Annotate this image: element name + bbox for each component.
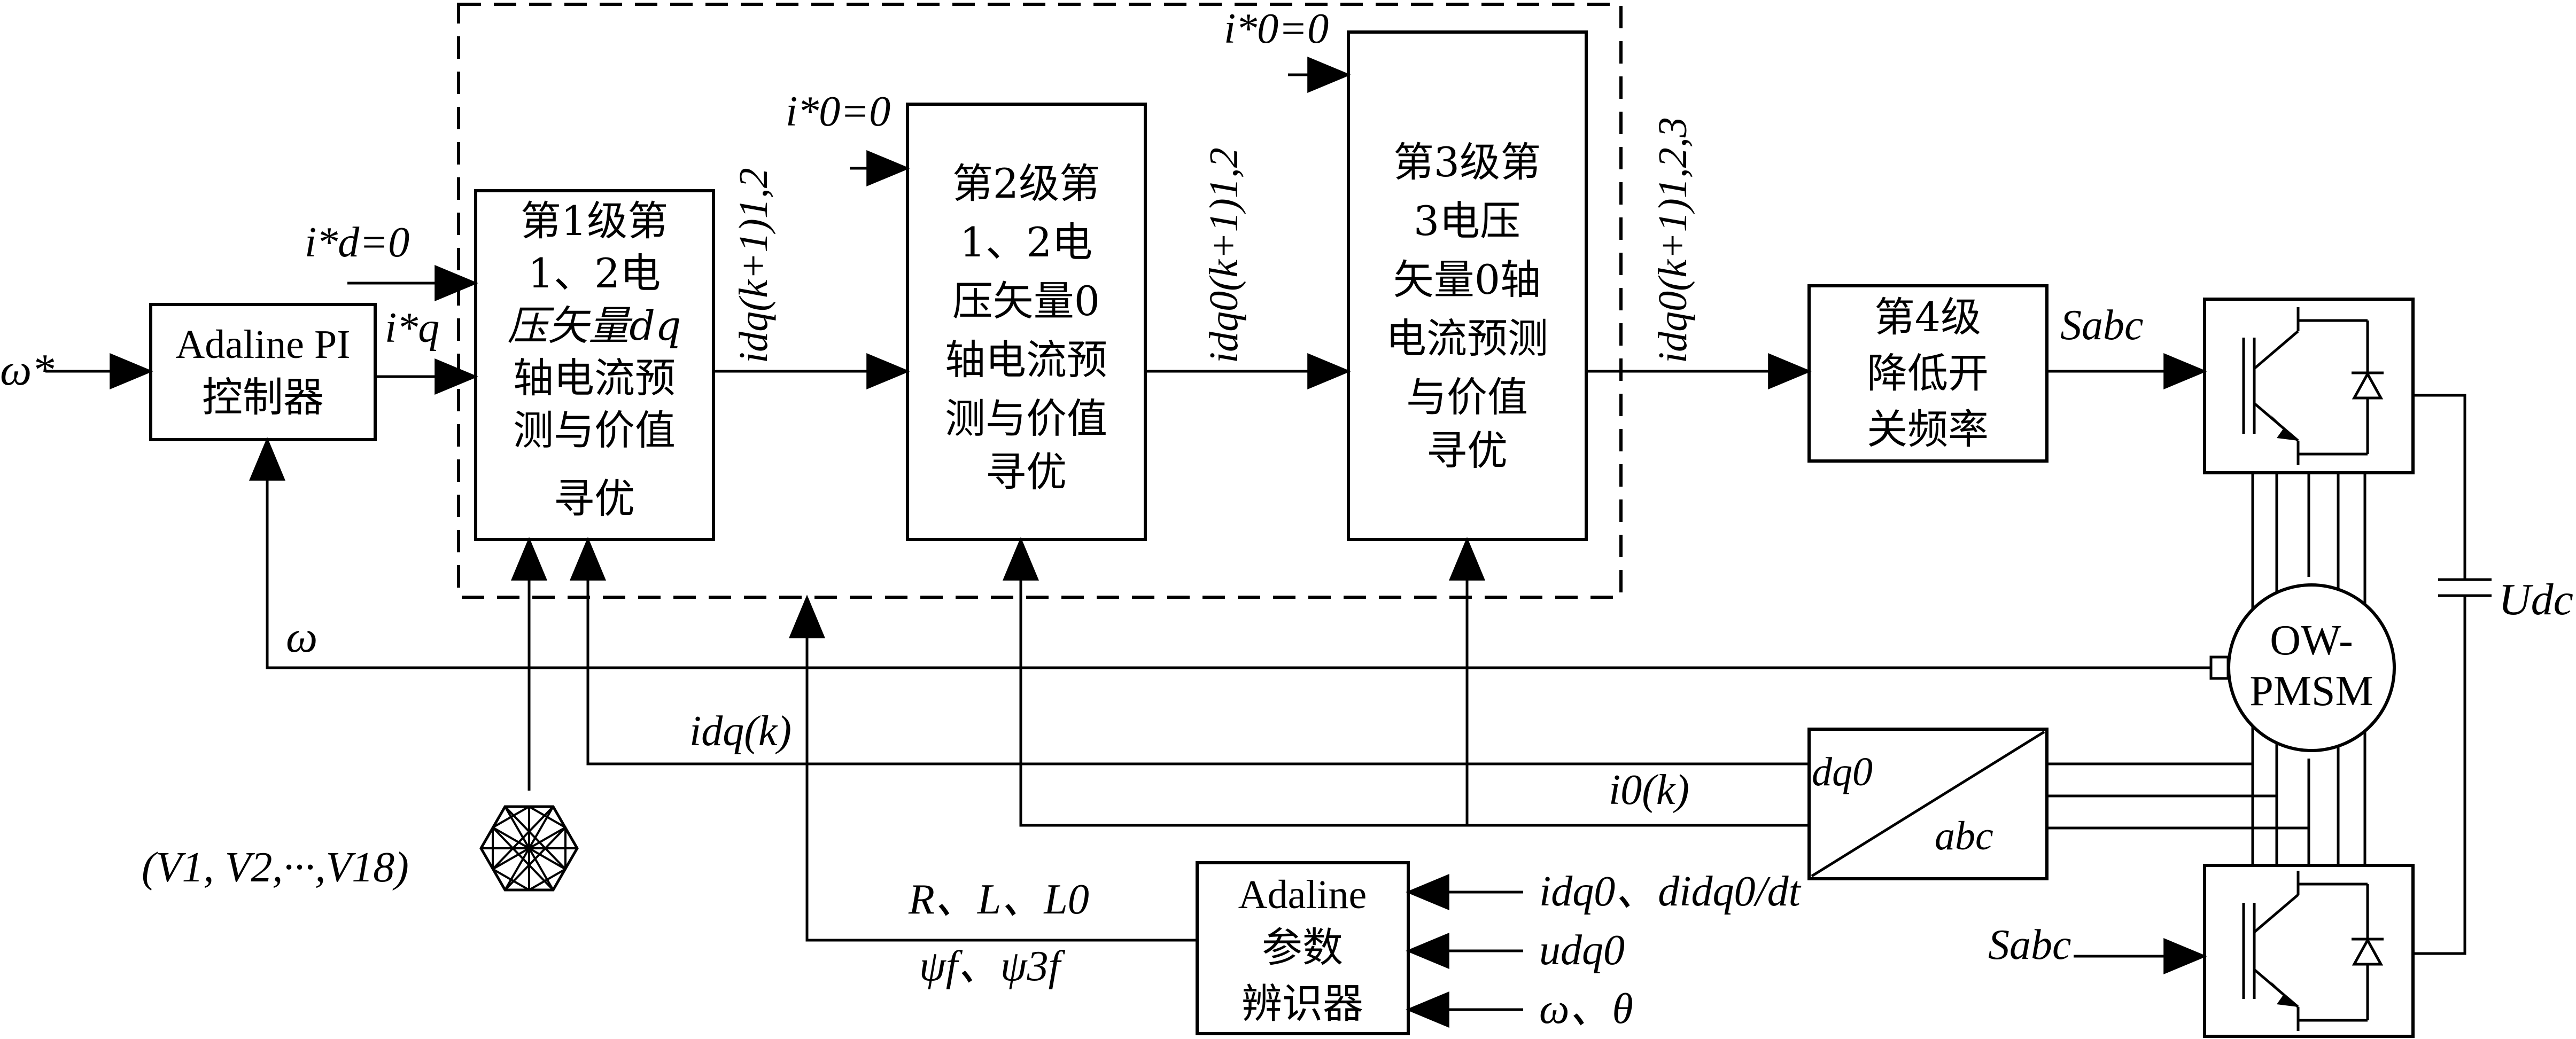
i0-k-feedback-line [1003, 537, 1809, 827]
identifier-params-line [789, 595, 1197, 942]
stage1-line-5: 测与价值 [513, 407, 676, 454]
stage2-line-6: 寻优 [986, 448, 1067, 496]
idq-k-label: idq(k) [689, 708, 792, 755]
adaline-pi-controller-block: Adaline PI 控制器 [149, 303, 377, 441]
stage3-line-2: 3电压 [1414, 197, 1520, 245]
stage2-line-5: 测与价值 [945, 395, 1107, 442]
identifier-params-label-1: R、L、L0 [908, 876, 1089, 923]
iq-ref-label: i*q [385, 304, 439, 351]
adaline-pi-label-1: Adaline PI [175, 322, 350, 367]
stage2-line-4: 轴电流预 [945, 336, 1107, 384]
stage2-block: 第2级第 1、2电 压矢量0 轴电流预 测与价值 寻优 [906, 103, 1147, 541]
identifier-line-3: 辨识器 [1242, 980, 1363, 1027]
stage4-line-1: 第4级 [1874, 293, 1981, 341]
sabc-top-label: Sabc [2060, 302, 2144, 349]
i0-k-label: i0(k) [1609, 767, 1689, 814]
motor-label-1: OW- [2270, 617, 2353, 664]
idq-k-feedback-line [570, 537, 1809, 765]
motor-label-2: PMSM [2249, 668, 2373, 715]
stage3-block: 第3级第 3电压 矢量0轴 电流预测 与价值 寻优 [1347, 30, 1588, 541]
stage3-line-3: 矢量0轴 [1393, 256, 1541, 303]
identifier-input-current-label: idq0、didq0/dt [1539, 868, 1802, 915]
identifier-input-speed-label: ω、θ [1539, 986, 1633, 1033]
adaline-pi-label-2: 控制器 [202, 373, 324, 421]
stage1-line-3: 压矢量dq [507, 302, 681, 349]
transform-top-label: dq0 [1812, 749, 1873, 794]
stage3-line-6: 寻优 [1426, 427, 1508, 474]
i0-ref-stage2-label: i*0=0 [786, 88, 890, 135]
identifier-line-2: 参数 [1262, 924, 1343, 971]
ow-pmsm-motor: OW- PMSM [2209, 583, 2396, 752]
adaline-identifier-block: Adaline 参数 辨识器 [1196, 861, 1410, 1035]
stage3-line-4: 电流预测 [1386, 315, 1548, 362]
stage3-line-1: 第3级第 [1393, 138, 1541, 186]
identifier-input-voltage-label: udq0 [1539, 927, 1625, 974]
omega-ref-label: ω* [0, 345, 54, 395]
identifier-params-label-2: ψf、ψ3f [919, 943, 1066, 990]
stage2-line-1: 第2级第 [952, 160, 1100, 207]
stage2-line-3: 压矢量0 [952, 277, 1100, 325]
voltage-vector-hexagon [479, 805, 579, 892]
identifier-line-1: Adaline [1238, 872, 1367, 917]
stage4-block: 第4级 降低开 关频率 [1807, 284, 2049, 463]
stage1-line-1: 第1级第 [521, 197, 668, 245]
id-ref-label: i*d=0 [305, 219, 409, 266]
stage4-line-2: 降低开 [1867, 349, 1989, 397]
stage1-output-label: idq(k+1)1,2 [731, 168, 776, 363]
sabc-bottom-label: Sabc [1988, 921, 2071, 968]
transform-bottom-label: abc [1935, 814, 1993, 858]
dc-link: Udc [2413, 394, 2573, 955]
inverter-top [2203, 298, 2415, 474]
omega-feedback-line [249, 437, 2211, 669]
i0-ref-stage3-label: i*0=0 [1224, 5, 1329, 52]
stage1-line-2: 1、2电 [528, 249, 661, 297]
dq0-abc-transform-block: dq0 abc [1807, 728, 2049, 880]
stage3-line-5: 与价值 [1406, 373, 1528, 421]
stage1-line-4: 轴电流预 [513, 354, 676, 402]
stage1-block: 第1级第 1、2电 压矢量dq 轴电流预 测与价值 寻优 [474, 189, 715, 541]
voltage-vectors-label: (V1, V2,···,V18) [142, 844, 409, 891]
stage2-output-label: idq0(k+1)1,2 [1201, 147, 1246, 363]
stage4-line-3: 关频率 [1867, 405, 1989, 453]
inverter-bottom [2203, 864, 2415, 1038]
stage3-output-label: idq0(k+1)1,2,3 [1650, 117, 1695, 363]
omega-feedback-label: ω [286, 612, 317, 662]
stage1-line-6: 寻优 [554, 475, 635, 522]
stage2-line-2: 1、2电 [960, 218, 1093, 266]
udc-label: Udc [2499, 575, 2573, 624]
